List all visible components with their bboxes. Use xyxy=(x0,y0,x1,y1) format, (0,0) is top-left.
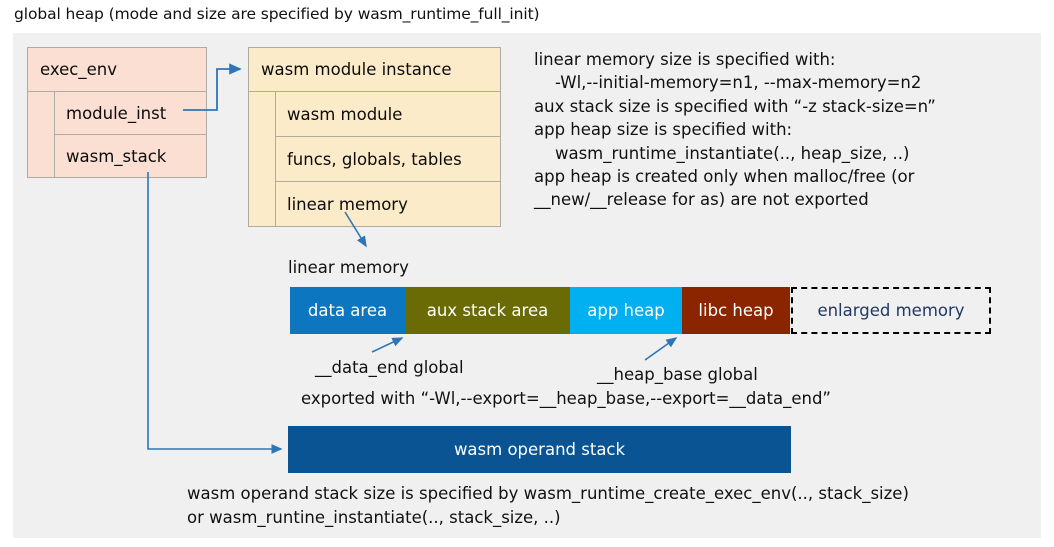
page-title: global heap (mode and size are specified… xyxy=(14,5,540,23)
wasm-module-instance-header: wasm module instance xyxy=(249,48,500,92)
memory-segment-app-heap: app heap xyxy=(570,287,682,334)
wasm-module-instance-rows: wasm module funcs, globals, tables linea… xyxy=(276,92,500,226)
exported-with-label: exported with “-Wl,--export=__heap_base,… xyxy=(301,389,831,408)
data-end-global-label: __data_end global xyxy=(315,358,464,377)
exec-env-row-module-inst: module_inst xyxy=(66,103,167,123)
memory-segment-data-area: data area xyxy=(290,287,405,334)
wasm-operand-stack-note: wasm operand stack size is specified by … xyxy=(187,484,909,527)
wasm-module-instance-body: wasm module funcs, globals, tables linea… xyxy=(249,92,500,226)
linear-memory-bar-label: linear memory xyxy=(288,258,409,277)
wasm-module-instance-box: wasm module instance wasm module funcs, … xyxy=(248,47,501,227)
row-wasm-module: wasm module xyxy=(287,104,403,124)
wasm-operand-stack-box: wasm operand stack xyxy=(288,426,791,473)
exec-env-box: exec_env module_inst wasm_stack xyxy=(27,47,207,178)
heap-base-global-label: __heap_base global xyxy=(597,365,758,384)
wasm-module-instance-gutter xyxy=(249,92,276,226)
memory-segment-enlarged-memory: enlarged memory xyxy=(791,287,991,334)
memory-segment-libc-heap: libc heap xyxy=(682,287,790,334)
exec-env-body: module_inst wasm_stack xyxy=(28,92,206,177)
row-linear-memory: linear memory xyxy=(276,181,500,226)
memory-segment-aux-stack-area: aux stack area xyxy=(405,287,570,334)
linear-memory-note: linear memory size is specified with: -W… xyxy=(534,50,936,210)
exec-env-header: exec_env xyxy=(28,48,206,92)
exec-env-gutter xyxy=(28,92,55,177)
row-funcs-globals-tables: funcs, globals, tables xyxy=(276,136,500,181)
exec-env-rows: module_inst wasm_stack xyxy=(55,92,206,177)
exec-env-row-wasm-stack: wasm_stack xyxy=(55,134,206,177)
